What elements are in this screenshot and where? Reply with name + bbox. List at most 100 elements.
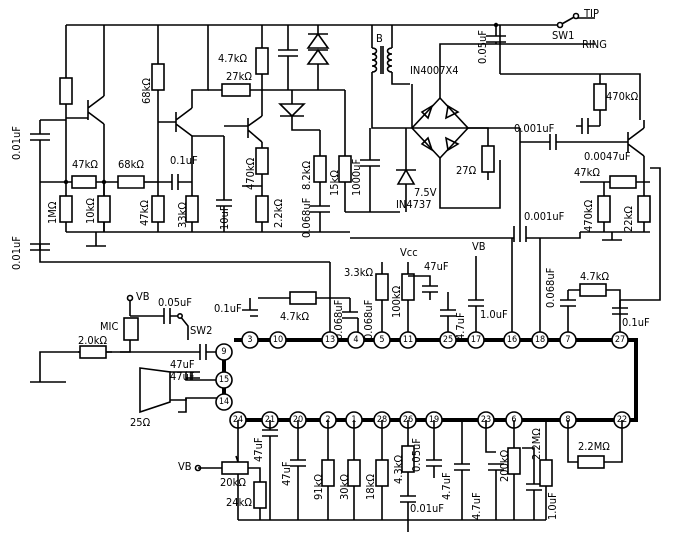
r-43k-value: 4.3kΩ: [392, 455, 405, 484]
ic-pin-label: 11: [403, 335, 413, 345]
c-tip-value: 0.05uF: [476, 30, 489, 64]
middle-connections: 3.3kΩ Vcc 100kΩ 47uF 0.068uF 4.7uF VB 1.…: [214, 238, 650, 340]
c-0001-a-value: 0.001uF: [514, 122, 555, 135]
ic-pin-top-5: [399, 331, 417, 349]
sw2-label: SW2: [190, 324, 212, 337]
ic-pin-label: 7: [565, 335, 570, 345]
ic-pin-label: 15: [219, 375, 229, 385]
c-47u-a-value: 47uF: [424, 260, 449, 273]
ic-pin-label: 16: [507, 335, 517, 345]
speaker-value: 25Ω: [130, 416, 151, 429]
r-470k-a-value: 470kΩ: [244, 157, 257, 190]
microphone: [123, 317, 139, 341]
ic-pin-top-7: [467, 331, 485, 349]
ic-pin-top-4: [373, 331, 391, 349]
c-0068-d-value: 0.068uF: [332, 299, 345, 340]
c-1000-value: 1000uF: [350, 159, 363, 196]
ic-pin-top-6: [439, 331, 457, 349]
r-200k-value: 200kΩ: [498, 449, 511, 482]
ic-pin-label: 13: [325, 335, 335, 345]
zener-part: IN4737: [396, 198, 432, 211]
c-01-b-value: 0.1uF: [622, 316, 650, 329]
c-1u-a-value: 1.0uF: [480, 308, 508, 321]
r-470k-b-value: 470kΩ: [606, 90, 639, 103]
ic-pin-label: 9: [221, 347, 226, 357]
ic-pin-label: 4: [353, 335, 358, 345]
line-input: TIP RING SW1 0.05uF: [66, 7, 607, 64]
r-33k-value: 33kΩ: [176, 202, 189, 228]
c-01-a-value: 0.1uF: [170, 154, 198, 167]
ic-pin-label: 5: [379, 335, 384, 345]
r-68k-a-value: 68kΩ: [118, 158, 144, 171]
transformer-label: B: [376, 32, 383, 45]
r-91k-value: 91kΩ: [312, 474, 325, 500]
r-15k-value: 15kΩ: [328, 170, 341, 196]
ring-label: RING: [582, 38, 607, 51]
c-005-b-value: 0.05uF: [410, 438, 423, 472]
ic-pin-top-3: [347, 331, 365, 349]
c-47u-g-value: 4.7uF: [470, 492, 483, 520]
r-47k-c-value: 4.7kΩ: [218, 52, 247, 65]
r-47k-b-value: 47kΩ: [138, 200, 151, 226]
ic-pin-label: 14: [219, 397, 229, 407]
r-22k-b-value: 22kΩ: [622, 206, 635, 232]
c-001-value: 0.01uF: [410, 502, 444, 515]
ic-body: [222, 338, 638, 422]
sw1-label: SW1: [552, 29, 574, 42]
ic-pin-label: 27: [615, 335, 625, 345]
c-47u-spk-value: 47uF: [170, 358, 195, 371]
r-22k-a-value: 2.2kΩ: [272, 199, 285, 228]
bottom-network: 47uF VB 20kΩ 24kΩ 47uF 91kΩ 30kΩ 18kΩ 4.…: [178, 420, 623, 532]
r-18k-value: 18kΩ: [364, 474, 377, 500]
r-100k-value: 100kΩ: [390, 285, 403, 318]
input-amplifier: 0.01uF 0.01uF 1MΩ 47kΩ 10kΩ 68kΩ 68kΩ 0.…: [10, 25, 350, 270]
c-0001-b-value: 0.001uF: [524, 210, 565, 223]
c-1u-b-value: 1.0uF: [546, 492, 559, 520]
r-1m-value: 1MΩ: [46, 201, 59, 224]
r-24k-value: 24kΩ: [226, 496, 252, 509]
r-47k-d-value: 47kΩ: [574, 166, 600, 179]
zener-voltage: 7.5V: [414, 186, 437, 199]
c-005-value: 0.05uF: [158, 296, 192, 309]
c-00047-value: 0.0047uF: [584, 150, 631, 163]
r-20k-pot-value: 20kΩ: [220, 476, 246, 489]
r-30k-value: 30kΩ: [338, 474, 351, 500]
ic-pin-top-2: [321, 331, 339, 349]
ic-pin-label: 18: [535, 335, 545, 345]
r-22m-a-value: 2.2MΩ: [530, 428, 543, 460]
supply-vb-top: VB: [472, 240, 486, 253]
c-01-c-value: 0.1uF: [214, 302, 242, 315]
r-82k-value: 8.2kΩ: [300, 161, 313, 190]
ic-pin-top-9: [531, 331, 549, 349]
handset-section: VB 0.05uF SW2 MIC 2.0kΩ 47uF 25Ω 47uF: [30, 290, 224, 429]
r-22m-b-value: 2.2MΩ: [578, 440, 610, 453]
right-stage: 470kΩ 0.001uF 0.0047uF 47kΩ 470kΩ 22kΩ 0…: [350, 74, 661, 301]
c-10u-value: 10uF: [218, 205, 231, 230]
resistor-rc1: [59, 77, 73, 105]
ic-pin-top-10: [559, 331, 577, 349]
r-10k-value: 10kΩ: [84, 198, 97, 224]
c-0068-b-value: 0.068uF: [362, 299, 375, 340]
middle-stage: 4.7kΩ 27kΩ 470kΩ 2.2kΩ 8.2kΩ 0.068uF 15k…: [208, 25, 400, 238]
r-470k-c-value: 470kΩ: [582, 199, 595, 232]
supply-vb-bottom: VB: [178, 460, 192, 473]
ic-pin-top-0: [241, 331, 259, 349]
c-47u-f-value: 4.7uF: [440, 472, 453, 500]
ic-pin-top-11: [611, 331, 629, 349]
r-47k-a-value: 47kΩ: [72, 158, 98, 171]
c-47u-d-value: 47uF: [252, 437, 265, 462]
r-33k-b-value: 3.3kΩ: [344, 266, 373, 279]
c-47u-b-value: 4.7uF: [454, 312, 467, 340]
r-47k-f-value: 4.7kΩ: [280, 310, 309, 323]
supply-vcc: Vcc: [400, 246, 418, 259]
r-68k-b-value: 68kΩ: [140, 78, 153, 104]
speaker: [139, 367, 171, 414]
r-20k-mic-value: 2.0kΩ: [78, 334, 107, 347]
ic-pin-left-1: [215, 371, 233, 389]
ic-pin-label: 25: [443, 335, 453, 345]
ic-pin-top-8: [503, 331, 521, 349]
c-0068-c-value: 0.068uF: [544, 267, 557, 308]
ic-pin-left-2: [215, 393, 233, 411]
ic-pin-left-0: [215, 343, 233, 361]
